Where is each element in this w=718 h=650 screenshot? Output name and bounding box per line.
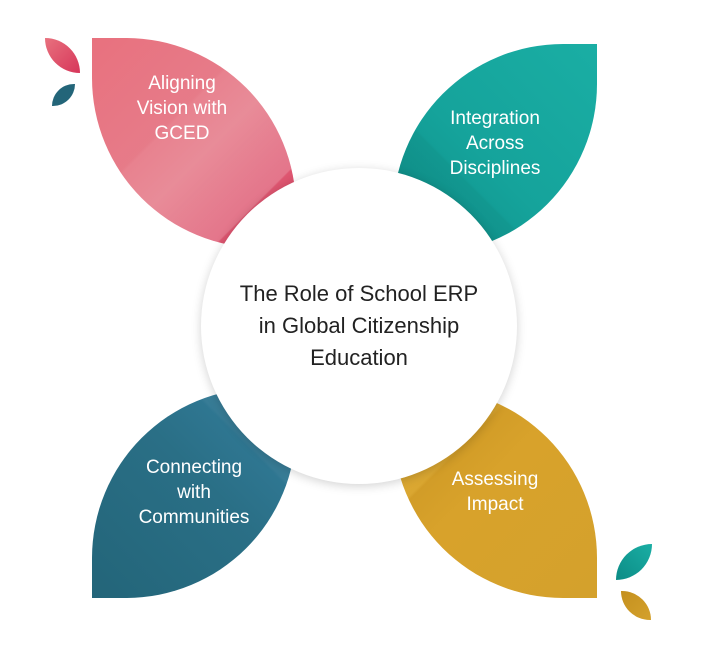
leaf-label-connecting: Connecting with Communities xyxy=(138,456,250,528)
center-circle: The Role of School ERP in Global Citizen… xyxy=(201,168,517,484)
decorative-leaf-gold xyxy=(621,591,651,620)
decorative-leaf-teal xyxy=(616,544,652,580)
decorative-leaf-pink xyxy=(45,38,80,73)
decorative-leaf-blue xyxy=(52,84,75,106)
diagram-title: The Role of School ERP in Global Citizen… xyxy=(239,281,479,370)
leaf-label-aligning-vision: Aligning Vision with GCED xyxy=(136,72,228,144)
leaf-label-integration: Integration Across Disciplines xyxy=(449,107,541,179)
leaf-label-assessing: Assessing Impact xyxy=(451,469,539,515)
